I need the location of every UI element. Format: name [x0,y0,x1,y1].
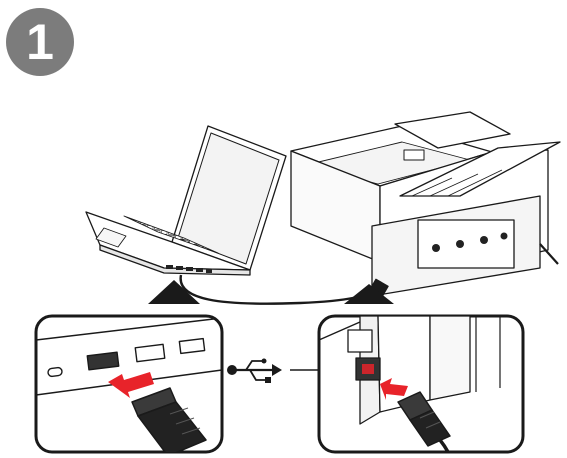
detail-display-port [135,344,164,361]
laptop-zoom-pointer [148,280,200,304]
usb-trident-icon [227,359,282,384]
usb-symbol [227,359,282,384]
printer-rear-unit [418,220,514,268]
printer-power-cord [540,244,558,264]
laptop [86,126,286,275]
detail-other-port [179,339,204,354]
printer [291,112,560,297]
printer-logo-plate [404,150,424,160]
laptop-port-detail-panel [36,316,222,456]
detail-usb-port [87,352,118,370]
printer-port-detail-panel [319,316,523,458]
detail-lock-slot [48,367,63,377]
detail-printer-socket-housing [348,330,372,352]
